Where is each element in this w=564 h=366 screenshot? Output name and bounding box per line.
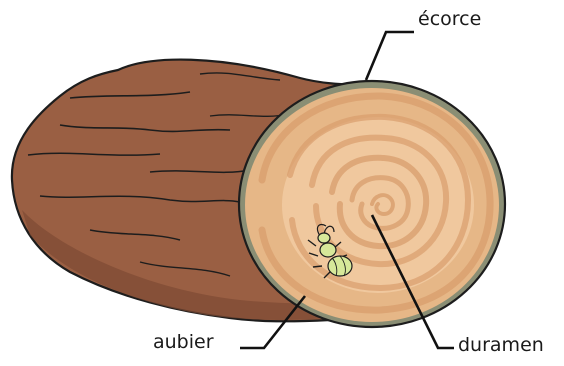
insect-abdomen: [328, 256, 352, 276]
label-sapwood: aubier: [153, 333, 214, 352]
log-cross-section: [239, 81, 505, 327]
label-bark: écorce: [418, 10, 481, 29]
insect-head: [318, 233, 330, 243]
leader-line-bark: [366, 32, 414, 80]
label-heartwood: duramen: [458, 336, 544, 355]
insect-thorax: [320, 243, 336, 257]
